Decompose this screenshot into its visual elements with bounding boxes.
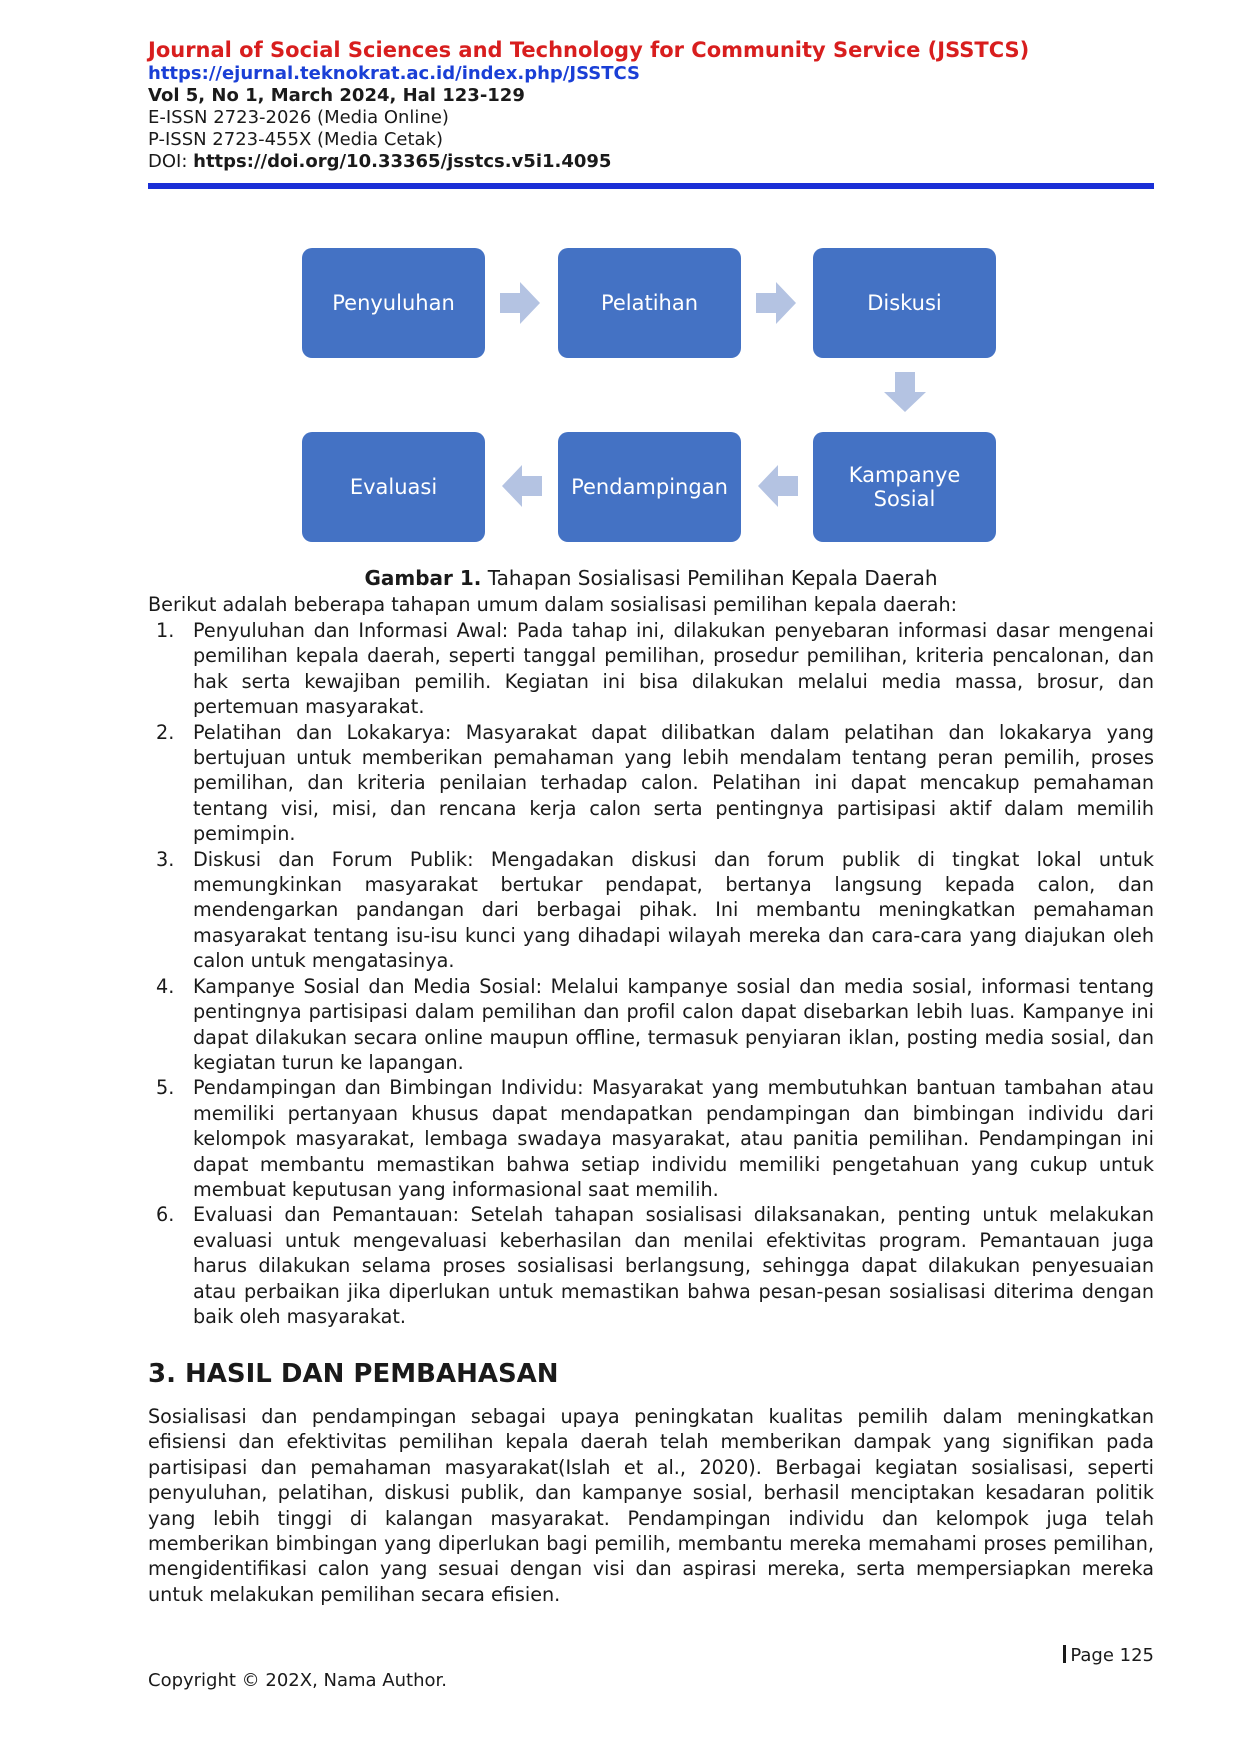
process-diagram: Penyuluhan Pelatihan Diskusi Kampanye So… [0,0,1240,560]
arrow-right-icon [500,282,540,324]
intro-text: Berikut adalah beberapa tahapan umum dal… [148,593,958,616]
diagram-step-4-label: Kampanye Sosial [848,463,961,511]
section-title: 3. HASIL DAN PEMBAHASAN [148,1359,559,1389]
steps-list: 1. Penyuluhan dan Informasi Awal: Pada ta… [148,618,1154,1329]
journal-url-link[interactable]: https://ejurnal.teknokrat.ac.id/index.ph… [148,63,640,84]
journal-title: Journal of Social Sciences and Technolog… [148,38,1030,62]
list-number: 4. [156,974,175,998]
doi-label: DOI: [148,151,194,172]
page-number-text: Page 125 [1070,1645,1154,1666]
list-item: 3. Diskusi dan Forum Publik: Mengadakan d… [148,847,1154,974]
arrow-down-icon [884,372,926,412]
list-number: 3. [156,847,175,871]
list-item: 5. Pendampingan dan Bimbingan Individu: M… [148,1075,1154,1202]
list-text: Pelatihan dan Lokakarya: Masyarakat dapa… [193,720,1154,846]
diagram-step-6: Evaluasi [302,432,485,542]
list-number: 5. [156,1076,175,1100]
list-text: Pendampingan dan Bimbingan Individu: Mas… [193,1076,1154,1201]
list-item: 2. Pelatihan dan Lokakarya: Masyarakat da… [148,720,1154,847]
diagram-step-5: Pendampingan [558,432,741,542]
arrow-right-icon [756,282,796,324]
list-text: Diskusi dan Forum Publik: Mengadakan dis… [193,847,1154,973]
doi-line: DOI: https://doi.org/10.33365/jsstcs.v5i… [148,151,1148,173]
list-number: 6. [156,1203,175,1227]
list-item: 6. Evaluasi dan Pemantauan: Setelah tahap… [148,1202,1154,1329]
page-number: Page 125 [1063,1645,1154,1667]
diagram-step-2: Pelatihan [558,248,741,358]
list-number: 2. [156,720,175,744]
diagram-step-1: Penyuluhan [302,248,485,358]
list-item: 4. Kampanye Sosial dan Media Sosial: Mela… [148,974,1154,1076]
copyright: Copyright © 202X, Nama Author. [148,1670,447,1691]
arrow-left-icon [758,465,798,507]
list-text: Penyuluhan dan Informasi Awal: Pada taha… [193,619,1154,719]
caption-text: Tahapan Sosialisasi Pemilihan Kepala Dae… [481,566,938,590]
volume-info: Vol 5, No 1, March 2024, Hal 123-129 [148,85,525,106]
diagram-step-3: Diskusi [813,248,996,358]
list-number: 1. [156,619,175,642]
eissn: E-ISSN 2723-2026 (Media Online) [148,107,449,128]
caption-label: Gambar 1. [364,566,482,590]
doi-link[interactable]: https://doi.org/10.33365/jsstcs.v5i1.409… [193,151,612,172]
list-text: Kampanye Sosial dan Media Sosial: Melalu… [193,974,1154,1074]
page-bar [1063,1645,1067,1663]
pissn: P-ISSN 2723-455X (Media Cetak) [148,129,443,150]
diagram-step-4: Kampanye Sosial [813,432,996,542]
header-divider [148,183,1154,189]
section-paragraph: Sosialisasi dan pendampingan sebagai upa… [148,1405,1154,1606]
list-text: Evaluasi dan Pemantauan: Setelah tahapan… [193,1203,1154,1328]
journal-header: Journal of Social Sciences and Technolog… [148,38,1148,173]
arrow-left-icon [502,465,542,507]
list-item: 1. Penyuluhan dan Informasi Awal: Pada ta… [148,618,1154,720]
figure-caption: Gambar 1. Tahapan Sosialisasi Pemilihan … [148,566,1154,590]
